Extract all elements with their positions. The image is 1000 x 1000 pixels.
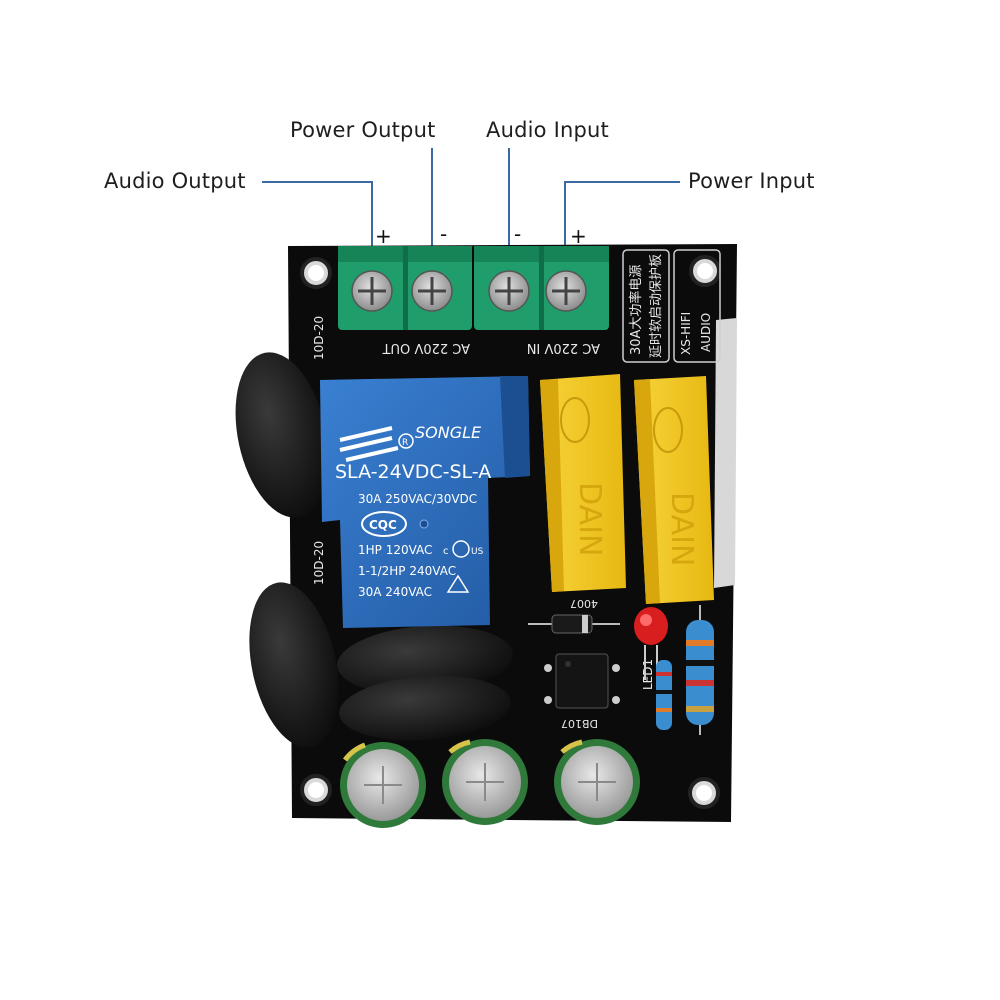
- relay-ul-us: US: [471, 547, 484, 557]
- callout-power-input: Power Input: [688, 169, 815, 193]
- thermistor-horizontal-2: [339, 675, 511, 741]
- thermistors: [235, 352, 513, 748]
- relay: R SONGLE SLA-24VDC-SL-A 30A 250VAC/30VDC…: [320, 376, 530, 628]
- silk-thermistor-1: 10D-20: [312, 316, 326, 360]
- relay-spec1: 1HP 120VAC: [358, 543, 432, 557]
- silk-title-line1: 30A大功率电源: [628, 265, 644, 355]
- film-capacitor-1: DAIN: [540, 374, 626, 592]
- film-cap-2-brand: DAIN: [664, 492, 699, 566]
- silk-brand-line1: XS-HIFI: [679, 312, 693, 355]
- resistor-1: [686, 605, 714, 735]
- electrolytic-capacitor-2: [442, 739, 528, 825]
- leader-lines: [262, 148, 680, 262]
- silk-led: LED1: [641, 659, 655, 690]
- polarity-audio-in-neg: -: [514, 222, 521, 246]
- callout-audio-input: Audio Input: [486, 118, 609, 142]
- thermistor-top-left: [235, 352, 329, 518]
- silk-ac-out: AC 220V OUT: [383, 340, 470, 355]
- silk-thermistor-2: 10D-20: [312, 541, 326, 585]
- relay-model: SLA-24VDC-SL-A: [335, 461, 491, 483]
- terminal-screws: [351, 270, 587, 312]
- svg-text:R: R: [402, 438, 408, 448]
- relay-brand: SONGLE: [415, 423, 482, 442]
- silk-brand-line2: AUDIO: [699, 313, 713, 352]
- bridge-rectifier: [544, 653, 620, 709]
- leader-audio-output: [262, 181, 373, 262]
- resistor-2: [656, 660, 672, 730]
- film-cap-1-brand: DAIN: [572, 482, 607, 556]
- relay-spec3: 30A 240VAC: [358, 585, 432, 599]
- electrolytic-capacitor-3: [554, 739, 640, 825]
- diode: [528, 614, 620, 634]
- film-capacitor-2: DAIN: [634, 376, 714, 604]
- silk-ac-in: AC 220V IN: [527, 340, 600, 355]
- relay-cert: CQC: [369, 518, 397, 532]
- thermistor-bottom-left: [249, 582, 339, 748]
- polarity-power-out-neg: -: [440, 222, 447, 246]
- led: [634, 607, 668, 680]
- relay-rating: 30A 250VAC/30VDC: [358, 492, 477, 506]
- polarity-audio-out-pos: +: [375, 224, 392, 248]
- silk-title-line2: 延时软启动保护板: [649, 254, 664, 358]
- relay-spec2: 1-1/2HP 240VAC: [358, 564, 456, 578]
- silk-diode: 4007: [570, 597, 598, 610]
- thermistor-horizontal-1: [337, 625, 513, 695]
- callout-power-output: Power Output: [290, 118, 436, 142]
- silk-bridge: DB107: [561, 717, 598, 730]
- relay-ul-c: c: [443, 546, 449, 557]
- polarity-power-in-pos: +: [570, 224, 587, 248]
- leader-power-input: [564, 181, 680, 262]
- electrolytic-capacitor-1: [340, 742, 426, 828]
- callout-audio-output: Audio Output: [104, 169, 246, 193]
